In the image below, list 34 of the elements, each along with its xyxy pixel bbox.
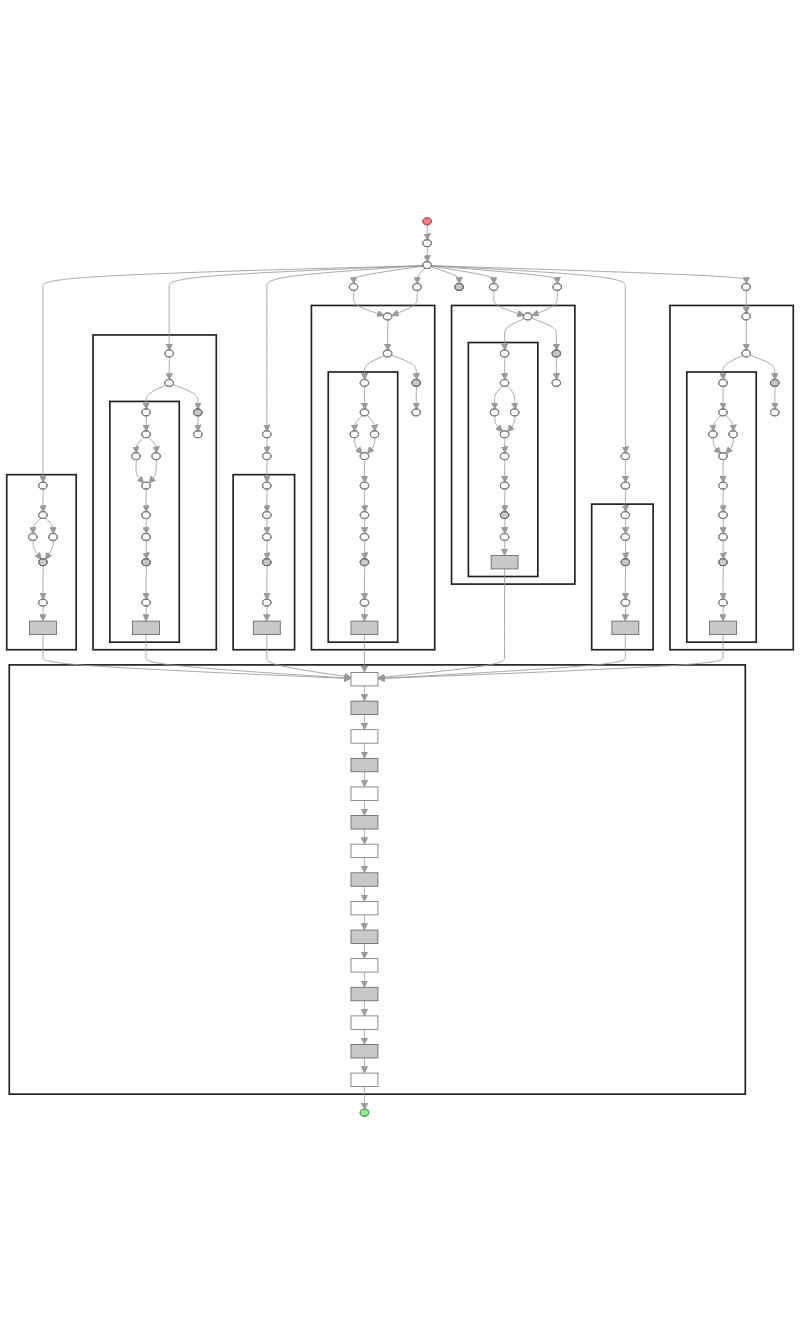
cluster: [5, 473, 77, 651]
node-box: [350, 1044, 379, 1059]
node-box: [252, 620, 281, 635]
cluster: [685, 371, 758, 643]
cluster: [450, 304, 576, 585]
cluster: [92, 334, 218, 651]
cluster: [310, 304, 436, 651]
node-box: [350, 929, 379, 944]
cluster: [327, 371, 399, 643]
cluster: [467, 341, 539, 578]
node-box: [350, 672, 379, 687]
node-box: [29, 620, 57, 635]
node-box: [611, 620, 640, 635]
node-box: [350, 843, 379, 859]
node-box: [132, 620, 160, 635]
node-box: [350, 986, 379, 1002]
cluster: [590, 503, 654, 651]
node-box: [350, 958, 379, 973]
node-box: [350, 786, 379, 801]
cluster: [232, 473, 296, 651]
cluster: [669, 304, 795, 651]
node-box: [350, 757, 379, 773]
cluster: [8, 664, 747, 1095]
node-box: [350, 729, 379, 744]
node-box: [350, 1072, 379, 1087]
node-box: [709, 620, 737, 635]
node-box: [350, 620, 379, 635]
node-box: [350, 901, 379, 916]
node-box: [490, 555, 519, 570]
node-box: [350, 815, 379, 830]
node-box: [350, 872, 379, 887]
cluster: [109, 400, 181, 643]
node-box: [350, 1015, 379, 1030]
node-box: [350, 700, 379, 715]
